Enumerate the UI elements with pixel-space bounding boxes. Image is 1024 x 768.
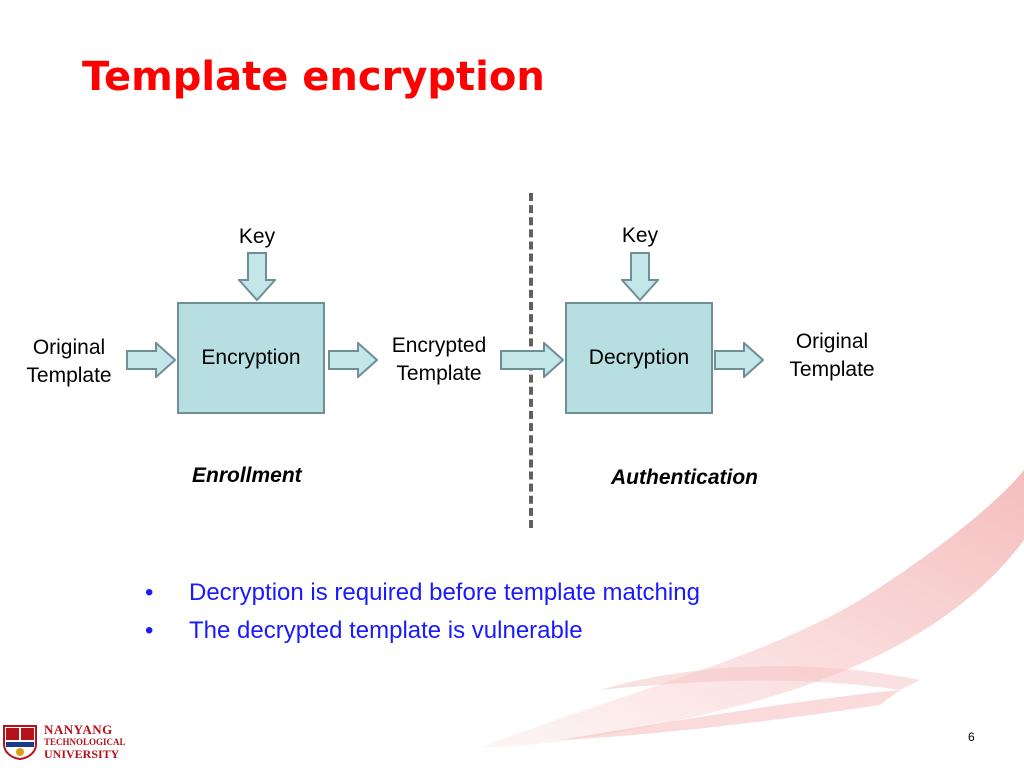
decryption-box: Decryption [565,302,713,414]
ntu-crest-icon [3,725,37,760]
bullet-icon: • [145,579,154,606]
recovered-template-label: Original Template [789,330,875,381]
bullet-list: •Decryption is required before template … [145,574,700,650]
authentication-phase-label: Authentication [611,466,758,489]
authentication-key-label: Key [621,224,659,247]
ntu-logo: NANYANG TECHNOLOGICAL UNIVERSITY [2,722,126,762]
slide-title: Template encryption [82,54,545,100]
enrollment-phase-label: Enrollment [192,464,302,487]
encryption-label: Encryption [201,346,301,369]
encrypted-template-label: Encrypted Template [391,334,487,385]
encryption-box: Encryption [177,302,325,414]
input-arrow [126,342,176,378]
decryption-input-arrow [500,342,564,378]
enrollment-input-label: Original Template [26,336,112,387]
decryption-label: Decryption [588,346,690,369]
enrollment-key-arrow [238,252,276,302]
page-number: 6 [968,730,975,744]
authentication-key-arrow [621,252,659,302]
bullet-item: •The decrypted template is vulnerable [145,612,700,650]
decryption-output-arrow [714,342,764,378]
bullet-item: •Decryption is required before template … [145,574,700,612]
bullet-icon: • [145,617,154,644]
logo-wordmark: NANYANG TECHNOLOGICAL UNIVERSITY [44,722,126,761]
enrollment-key-label: Key [238,225,276,248]
encryption-output-arrow [328,342,378,378]
